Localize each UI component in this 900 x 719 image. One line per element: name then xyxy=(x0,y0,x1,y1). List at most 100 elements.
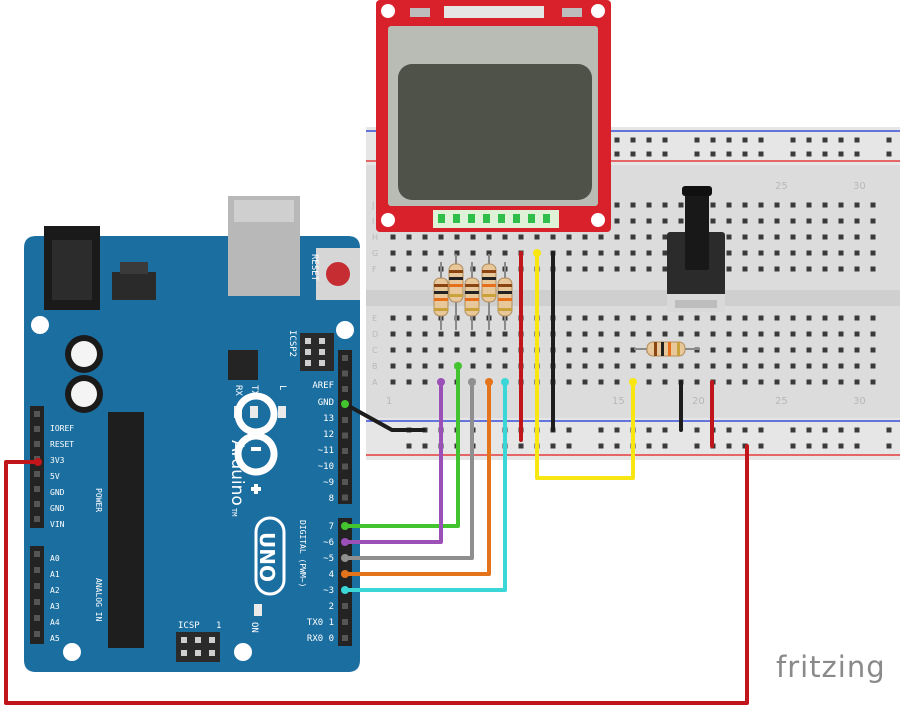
column-number: 25 xyxy=(775,396,788,407)
svg-text:1: 1 xyxy=(216,621,221,631)
digital-pin-label: GND xyxy=(318,398,334,408)
row-letter: F xyxy=(372,265,377,274)
mount-hole xyxy=(336,321,354,339)
row-letter: I xyxy=(372,217,374,226)
pot-shaft xyxy=(685,190,709,270)
analog-header xyxy=(30,546,44,644)
wire-3v3-red xyxy=(4,444,749,705)
column-number: 25 xyxy=(775,181,788,192)
digital-pin-label: ~6 xyxy=(323,538,334,548)
analog-pin-label: A5 xyxy=(50,634,60,643)
lcd-top-connector xyxy=(444,6,544,18)
icsp2-label: ICSP2 xyxy=(287,330,297,357)
pot-body xyxy=(667,232,725,312)
arduino-logo xyxy=(234,392,278,494)
voltage-regulator xyxy=(112,272,156,300)
potentiometer xyxy=(667,186,725,312)
l-led xyxy=(278,406,286,418)
column-number: 1 xyxy=(386,396,392,407)
on-led xyxy=(254,604,262,616)
usb-chip xyxy=(228,350,258,380)
fritzing-logo: fritzing xyxy=(776,650,886,684)
power-header xyxy=(30,406,44,528)
digital-pin-label: ~10 xyxy=(318,462,334,472)
row-letter: G xyxy=(372,249,378,258)
wire-pin3-cyan xyxy=(343,380,507,592)
analog-section-label: ANALOG IN xyxy=(94,578,103,622)
digital-pin-label: 2 xyxy=(329,602,334,612)
digital-header-high xyxy=(338,350,352,504)
power-pin-label: VIN xyxy=(50,520,65,529)
power-pin-label: 5V xyxy=(50,472,60,481)
resistor-horizontal xyxy=(634,341,700,357)
power-pin-label: GND xyxy=(50,504,65,513)
rx-label: RX xyxy=(233,385,243,396)
row-letter: B xyxy=(372,362,378,371)
column-number: 30 xyxy=(853,396,866,407)
tx-led xyxy=(250,406,258,418)
wires xyxy=(4,251,749,705)
wire-gnd-black xyxy=(343,402,426,432)
trademark: TM xyxy=(230,508,238,516)
mount-hole xyxy=(63,643,81,661)
uno-badge xyxy=(254,516,286,596)
atmega-chip xyxy=(108,412,144,648)
lcd-mount-hole xyxy=(381,213,395,227)
analog-pin-label: A3 xyxy=(50,602,60,611)
mount-hole xyxy=(234,643,252,661)
power-section-label: POWER xyxy=(94,488,103,512)
wire-ends xyxy=(34,249,637,594)
icsp-header xyxy=(176,632,220,662)
power-pin-label: IOREF xyxy=(50,424,74,433)
row-letter: E xyxy=(372,314,377,323)
row-letter: A xyxy=(372,378,378,387)
lcd-mount-hole xyxy=(381,4,395,18)
digital-pin-label: 13 xyxy=(323,414,334,424)
lcd-mount-hole xyxy=(591,213,605,227)
resistor-bank xyxy=(433,254,513,330)
row-letter: J xyxy=(371,201,374,210)
arduino-uno-board: RESET ICSP2 RX TX L Arduino TM UNO ON xyxy=(24,196,360,672)
digital-pin-label: RX0 0 xyxy=(307,634,334,644)
arduino-wordmark: Arduino xyxy=(227,440,247,506)
power-pin-label: RESET xyxy=(50,440,74,449)
resistor xyxy=(481,254,497,330)
digital-pin-label: ~3 xyxy=(323,586,334,596)
row-letter: D xyxy=(372,330,378,339)
analog-pin-label: A1 xyxy=(50,570,60,579)
wire-pin6-purple xyxy=(343,380,443,544)
on-label: ON xyxy=(249,622,259,633)
digital-pin-label: 7 xyxy=(329,522,334,532)
analog-pin-label: A0 xyxy=(50,554,60,563)
digital-pin-label: ~9 xyxy=(323,478,334,488)
digital-pin-label: 4 xyxy=(329,570,334,580)
digital-pin-label: ~11 xyxy=(318,446,334,456)
tx-label: TX xyxy=(249,385,259,396)
digital-pin-label: AREF xyxy=(312,381,334,391)
digital-header-low xyxy=(338,518,352,646)
digital-pin-label: 12 xyxy=(323,430,334,440)
column-number: 30 xyxy=(853,181,866,192)
resistor xyxy=(497,262,513,330)
power-pin-label: 3V3 xyxy=(50,456,65,465)
digital-pin-label: ~5 xyxy=(323,554,334,564)
analog-pin-label: A4 xyxy=(50,618,60,627)
wire-pin5-gray xyxy=(343,380,474,560)
analog-pin-label: A2 xyxy=(50,586,60,595)
resistor xyxy=(464,262,480,330)
digital-pin-label: 8 xyxy=(329,494,334,504)
resistor xyxy=(433,262,449,330)
wire-pin7-green xyxy=(343,364,460,528)
lcd-module xyxy=(376,0,611,232)
wire-lcd-led-yellow xyxy=(535,251,635,480)
column-number: 20 xyxy=(692,396,705,407)
reset-label: RESET xyxy=(309,254,319,282)
lcd-header-pins xyxy=(433,210,559,228)
column-number: 15 xyxy=(612,396,625,407)
resistor xyxy=(448,254,464,330)
lcd-mount-hole xyxy=(591,4,605,18)
